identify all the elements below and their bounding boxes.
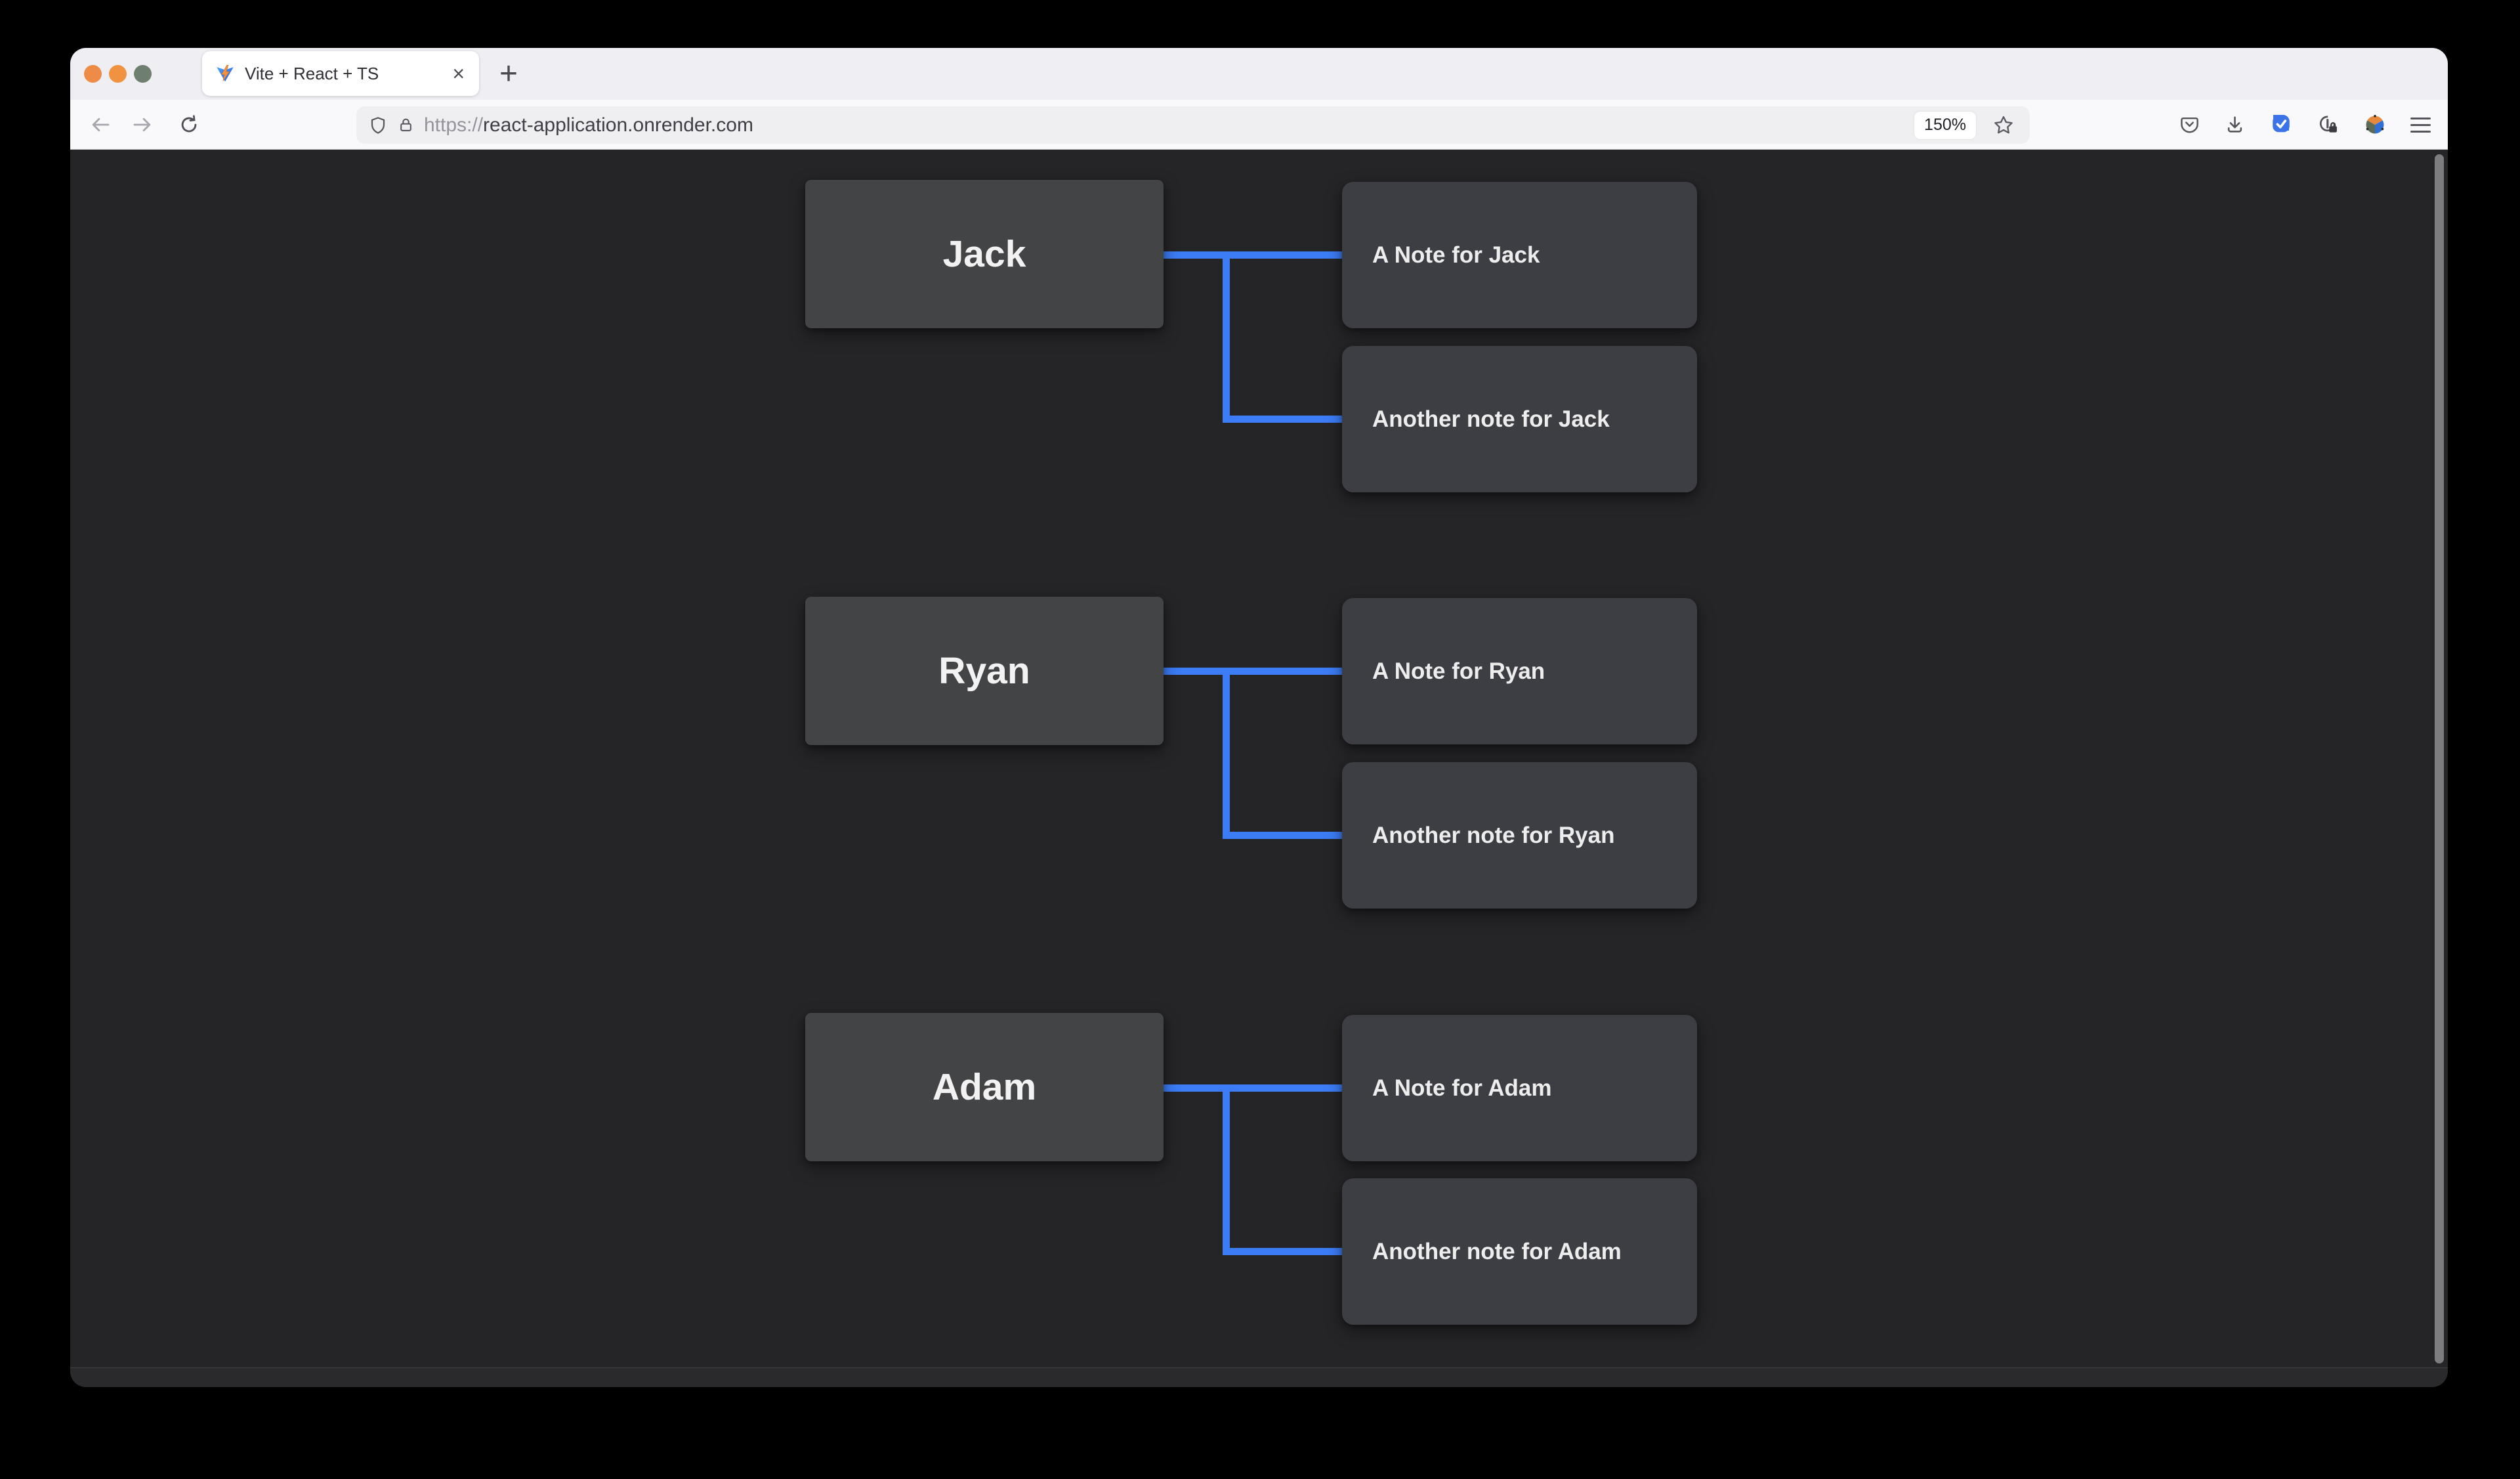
close-window-button[interactable] xyxy=(84,65,102,83)
vite-logo-icon xyxy=(217,64,234,82)
edge-adam-note1 xyxy=(1164,1084,1342,1092)
note-node-label: Another note for Adam xyxy=(1372,1238,1622,1264)
note-node-label: A Note for Ryan xyxy=(1372,658,1545,684)
privacy-lock-icon[interactable] xyxy=(2317,114,2340,137)
person-node-adam[interactable]: Adam xyxy=(805,1013,1164,1161)
extension-pinwheel-icon[interactable] xyxy=(2363,113,2387,137)
back-button[interactable] xyxy=(79,100,121,150)
browser-window: Vite + React + TS × + xyxy=(70,48,2448,1387)
person-node-jack[interactable]: Jack xyxy=(805,180,1164,328)
edge-jack-note2 xyxy=(1223,416,1342,423)
note-node[interactable]: A Note for Ryan xyxy=(1342,598,1697,744)
back-arrow-icon xyxy=(92,118,110,132)
url-host: react-application.onrender.com xyxy=(483,114,753,136)
url-scheme: https:// xyxy=(424,114,484,136)
url-text: https://react-application.onrender.com xyxy=(424,114,753,137)
tab-close-icon[interactable]: × xyxy=(452,62,465,85)
flow-canvas[interactable]: Jack A Note for Jack Another note for Ja… xyxy=(70,150,2448,1367)
reload-icon xyxy=(181,115,197,133)
note-node-label: Another note for Jack xyxy=(1372,406,1610,432)
tab-strip: Vite + React + TS × + xyxy=(70,48,2448,100)
person-node-label: Ryan xyxy=(938,650,1030,692)
edge-ryan-branch xyxy=(1223,668,1230,838)
pocket-icon[interactable] xyxy=(2179,114,2200,136)
extension-check-icon[interactable] xyxy=(2269,113,2293,137)
note-node-label: A Note for Adam xyxy=(1372,1075,1552,1101)
horizontal-scrollbar-track[interactable] xyxy=(70,1367,2448,1387)
navigation-toolbar: https://react-application.onrender.com 1… xyxy=(70,100,2448,150)
note-node[interactable]: A Note for Adam xyxy=(1342,1015,1697,1161)
person-node-label: Jack xyxy=(942,233,1026,275)
note-node[interactable]: A Note for Jack xyxy=(1342,182,1697,328)
zoom-window-button[interactable] xyxy=(134,65,152,83)
bookmark-star-icon[interactable] xyxy=(1992,114,2015,137)
new-tab-button[interactable]: + xyxy=(499,56,518,91)
edge-ryan-note1 xyxy=(1164,668,1342,675)
reload-button[interactable] xyxy=(168,100,210,150)
address-bar[interactable]: https://react-application.onrender.com 1… xyxy=(356,106,2030,144)
note-node[interactable]: Another note for Ryan xyxy=(1342,762,1697,909)
lock-icon[interactable] xyxy=(397,116,415,134)
edge-adam-branch xyxy=(1223,1084,1230,1255)
menu-icon[interactable] xyxy=(2410,117,2431,133)
edge-ryan-note2 xyxy=(1223,832,1342,839)
edge-adam-note2 xyxy=(1223,1248,1342,1255)
forward-arrow-icon xyxy=(133,118,151,132)
note-node[interactable]: Another note for Adam xyxy=(1342,1178,1697,1325)
vertical-scrollbar-thumb[interactable] xyxy=(2435,154,2444,1363)
minimize-window-button[interactable] xyxy=(109,65,127,83)
download-icon[interactable] xyxy=(2224,114,2246,136)
edge-jack-note1 xyxy=(1164,251,1342,259)
forward-button[interactable] xyxy=(121,100,163,150)
tab-vite-react-ts[interactable]: Vite + React + TS × xyxy=(202,51,479,96)
person-node-ryan[interactable]: Ryan xyxy=(805,597,1164,745)
note-node-label: A Note for Jack xyxy=(1372,242,1540,268)
toolbar-extensions xyxy=(2179,100,2431,150)
note-node[interactable]: Another note for Jack xyxy=(1342,346,1697,492)
person-node-label: Adam xyxy=(932,1066,1037,1108)
edge-jack-branch xyxy=(1223,251,1230,422)
tracking-shield-icon[interactable] xyxy=(368,116,388,135)
tab-title: Vite + React + TS xyxy=(245,63,379,83)
zoom-level-badge[interactable]: 150% xyxy=(1914,111,1976,139)
note-node-label: Another note for Ryan xyxy=(1372,822,1615,848)
